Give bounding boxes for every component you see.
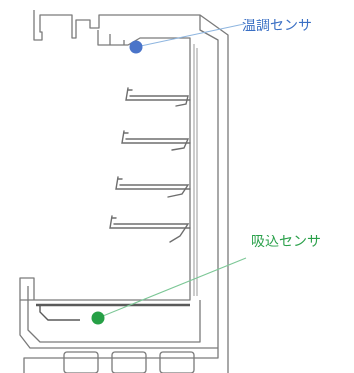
shelf-2 bbox=[121, 130, 191, 151]
intake-sensor-dot bbox=[91, 311, 105, 325]
base-feet bbox=[63, 351, 195, 373]
intake-sensor-label: 吸込センサ bbox=[251, 235, 321, 249]
shelf-3 bbox=[115, 176, 191, 198]
shelf-1 bbox=[125, 87, 191, 107]
intake-sensor-leader bbox=[97, 257, 247, 319]
bottom-deck bbox=[36, 303, 190, 321]
shelf-group bbox=[109, 87, 191, 243]
back-duct bbox=[193, 44, 198, 296]
temp-sensor-dot bbox=[129, 40, 143, 54]
temp-sensor-leader bbox=[135, 23, 245, 48]
temp-sensor-label: 温調センサ bbox=[242, 19, 312, 33]
shelf-4 bbox=[109, 215, 191, 243]
